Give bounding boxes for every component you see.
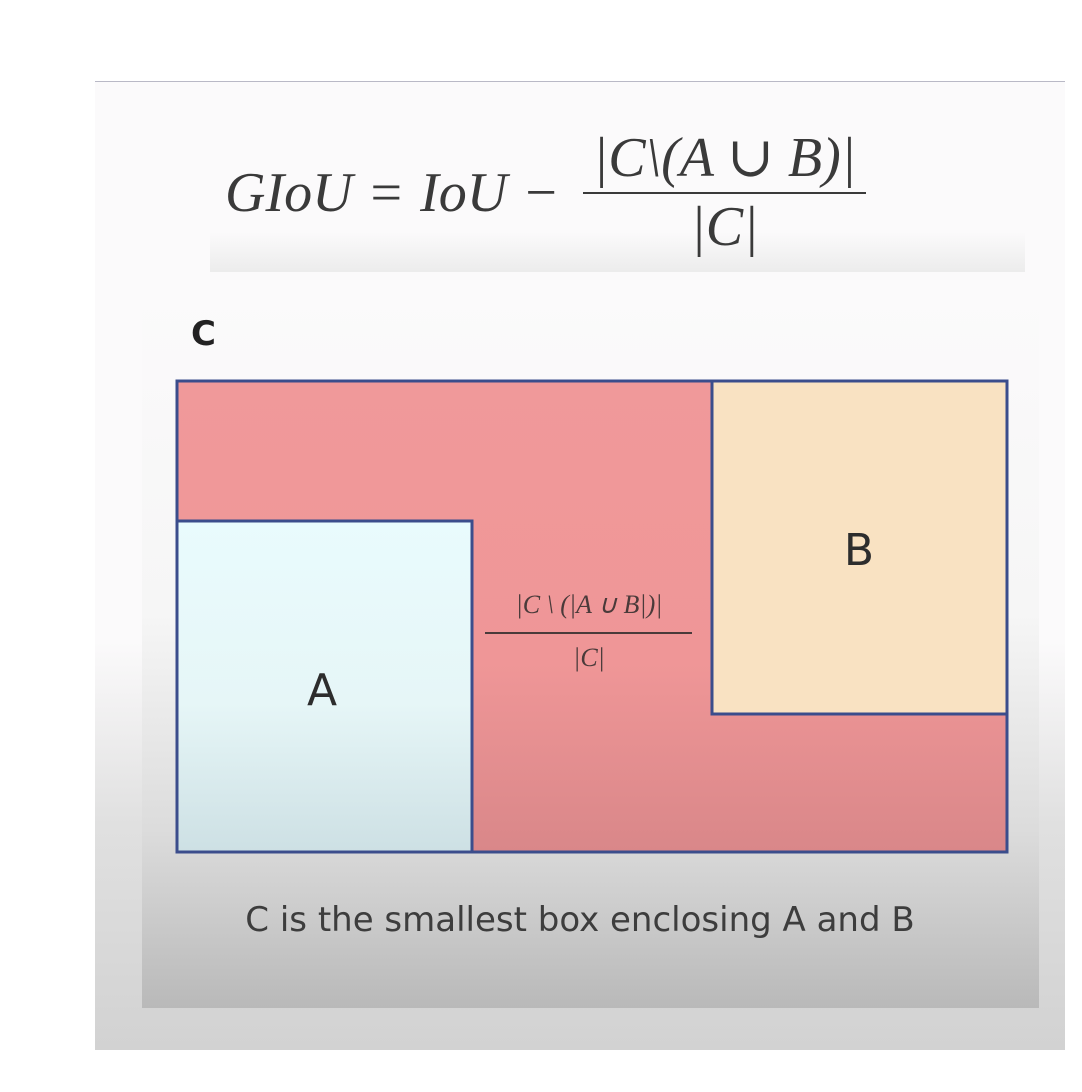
formula-minus: − — [525, 162, 557, 224]
inner-formula-numerator: |C \ (|A ∪ B|)| — [516, 590, 663, 619]
caption: C is the smallest box enclosing A and B — [245, 900, 915, 940]
formula-equals: = — [370, 162, 403, 224]
inner-formula-denominator: |C| — [573, 643, 605, 672]
box-a-label: A — [307, 665, 337, 716]
giou-box-diagram: A B |C \ (|A ∪ B|)| |C| — [175, 379, 1009, 854]
box-a — [175, 519, 474, 854]
box-b-label: B — [844, 525, 874, 576]
box-b — [710, 379, 1009, 716]
giou-formula: GIoU = IoU − |C\(A ∪ B)| |C| — [225, 118, 867, 268]
formula-denominator: |C| — [690, 196, 759, 258]
formula-numerator: |C\(A ∪ B)| — [582, 129, 867, 194]
formula-lhs: GIoU — [225, 162, 353, 224]
formula-fraction: |C\(A ∪ B)| |C| — [582, 129, 867, 258]
box-c-label: C — [191, 314, 216, 354]
formula-band — [210, 232, 1025, 272]
formula-iou: IoU — [420, 162, 508, 224]
slide: GIoU = IoU − |C\(A ∪ B)| |C| C A B |C — [95, 81, 1065, 1050]
